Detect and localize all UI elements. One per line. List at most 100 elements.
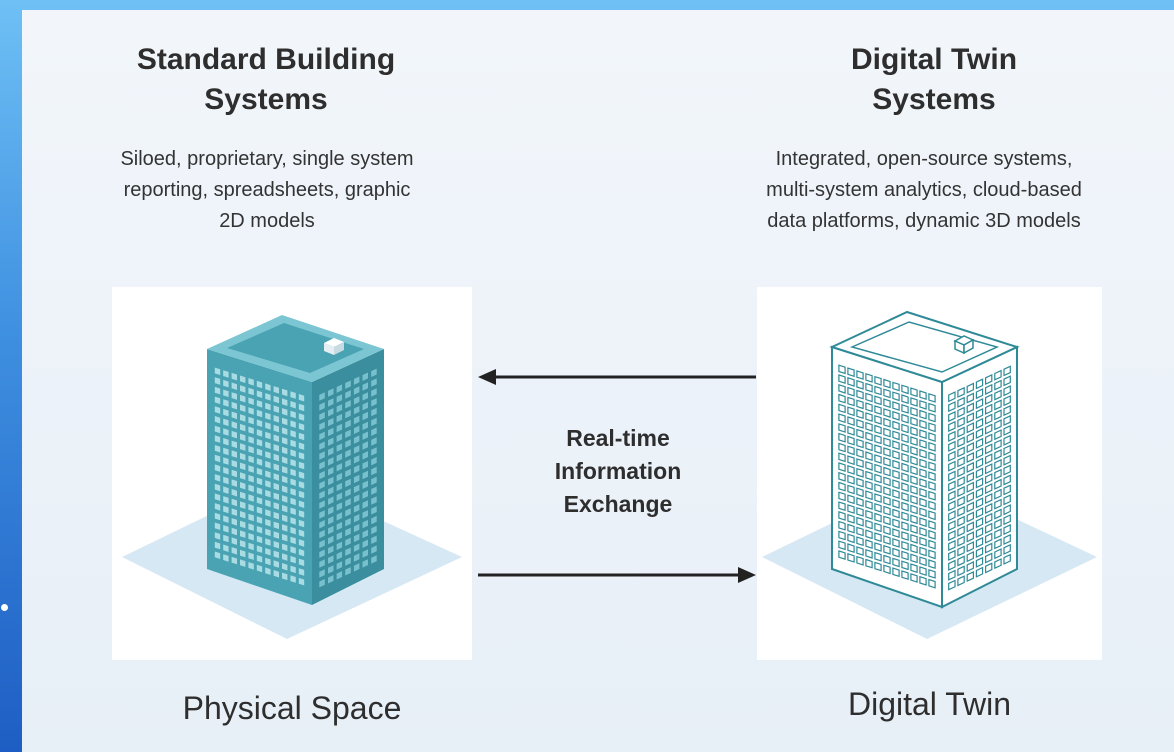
window-pane — [223, 438, 229, 446]
window-pane — [919, 487, 927, 498]
window-pane — [353, 386, 360, 395]
window-pane — [298, 510, 305, 518]
window-pane — [256, 526, 263, 534]
window-pane — [214, 512, 221, 521]
window-pane — [265, 557, 271, 566]
rooftop-unit-side — [334, 342, 344, 355]
window-pane — [901, 491, 909, 502]
window-pane — [874, 483, 882, 494]
window-pane — [865, 431, 873, 442]
window-pane — [256, 458, 263, 466]
window-pane — [975, 388, 984, 400]
right-heading: Digital Twin Systems — [754, 40, 1114, 120]
window-pane — [838, 510, 846, 521]
window-pane — [948, 510, 956, 522]
window-pane — [928, 451, 936, 462]
window-pane — [948, 520, 956, 532]
left-description: Siloed, proprietary, single system repor… — [62, 144, 472, 237]
window-pane — [847, 494, 855, 505]
left-heading-line1: Standard Building — [136, 43, 396, 76]
window-pane — [328, 408, 334, 417]
window-pane — [948, 470, 956, 482]
window-pane — [883, 378, 891, 389]
window-pane — [265, 489, 271, 498]
window-pane — [328, 535, 334, 545]
exchange-arrows — [478, 369, 756, 583]
window-pane — [966, 521, 974, 533]
window-pane — [223, 457, 229, 465]
window-pane — [838, 540, 846, 551]
window-pane — [353, 474, 360, 484]
window-pane — [865, 412, 873, 422]
window-pane — [273, 444, 279, 452]
window-pane — [994, 379, 1002, 391]
window-pane — [319, 412, 325, 421]
window-pane — [319, 490, 325, 499]
window-pane — [273, 395, 279, 404]
window-pane — [371, 398, 377, 407]
window-pane — [214, 416, 221, 424]
window-pane — [265, 412, 271, 420]
window-pane — [345, 439, 351, 448]
window-pane — [371, 466, 377, 476]
arrow-left-icon — [478, 369, 756, 385]
window-pane — [919, 448, 927, 459]
window-pane — [353, 425, 360, 435]
window-pane — [362, 510, 368, 519]
window-pane — [966, 501, 974, 513]
window-pane — [838, 481, 846, 492]
window-pane — [362, 461, 368, 470]
window-pane — [838, 413, 846, 424]
window-pane — [319, 510, 325, 519]
window-pane — [865, 421, 873, 432]
window-pane — [290, 430, 296, 438]
window-pane — [362, 421, 368, 431]
window-pane — [273, 521, 279, 530]
window-pane — [290, 575, 296, 583]
window-pane — [265, 451, 271, 459]
window-pane — [282, 504, 288, 513]
window-pane — [847, 406, 855, 417]
window-pane — [336, 541, 343, 550]
window-pane — [265, 509, 271, 517]
window-pane — [901, 384, 909, 395]
window-pane — [371, 525, 377, 535]
window-pane — [231, 440, 237, 449]
window-pane — [883, 486, 891, 497]
window-pane — [290, 526, 296, 535]
window-pane — [248, 552, 254, 560]
window-pane — [298, 432, 305, 441]
window-pane — [223, 525, 229, 533]
window-pane — [928, 412, 936, 423]
window-pane — [919, 390, 927, 401]
window-pane — [892, 518, 900, 529]
window-pane — [948, 549, 956, 561]
window-pane — [345, 537, 351, 547]
wire-windows-left-face — [838, 364, 936, 589]
window-pane — [919, 546, 927, 557]
window-pane — [345, 390, 351, 399]
window-pane — [919, 556, 927, 567]
window-pane — [948, 579, 956, 591]
window-pane — [231, 527, 237, 536]
window-pane — [892, 567, 900, 578]
digital-twin-card — [757, 287, 1102, 660]
window-pane — [856, 467, 864, 478]
window-pane — [1003, 385, 1011, 397]
window-pane — [345, 518, 351, 527]
window-pane — [353, 494, 360, 503]
window-pane — [1003, 444, 1011, 456]
window-pane — [362, 392, 368, 401]
window-pane — [948, 529, 956, 542]
window-pane — [919, 536, 927, 547]
window-pane — [847, 513, 855, 524]
window-pane — [901, 403, 909, 414]
window-pane — [240, 462, 246, 471]
window-pane — [362, 431, 368, 440]
window-pane — [901, 560, 909, 571]
window-pane — [928, 480, 936, 491]
window-pane — [240, 443, 246, 451]
window-pane — [874, 532, 882, 543]
diagram-panel: Standard Building Systems Siloed, propri… — [22, 10, 1174, 752]
window-pane — [265, 538, 271, 546]
